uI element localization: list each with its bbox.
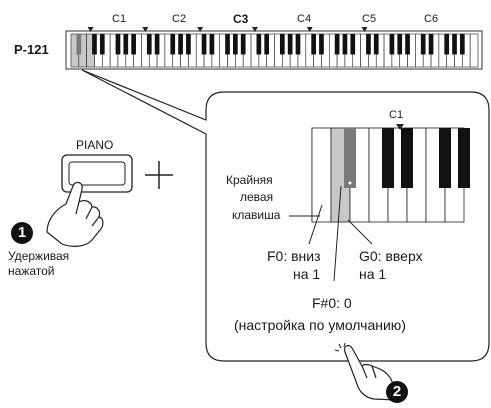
leader-fsharp bbox=[333, 185, 342, 282]
black-key bbox=[405, 34, 410, 55]
hold-text-line2: нажатой bbox=[8, 264, 55, 278]
f0-line2: на 1 bbox=[293, 266, 321, 282]
c-marker-icon bbox=[251, 27, 258, 32]
black-key bbox=[146, 34, 152, 55]
f0-line1: F0: вниз bbox=[267, 248, 321, 264]
zoom-black-key bbox=[401, 128, 413, 188]
octave-label-c6: C6 bbox=[424, 13, 439, 25]
black-key bbox=[428, 34, 434, 55]
black-key bbox=[319, 34, 324, 55]
zoom-key-dot bbox=[348, 181, 352, 185]
octave-markers bbox=[87, 27, 368, 32]
octave-label-c1: C1 bbox=[112, 13, 127, 25]
black-key bbox=[452, 34, 457, 55]
hold-text-line1: Удерживая bbox=[8, 249, 70, 263]
hand-press-icon bbox=[46, 181, 104, 247]
keyboard-white-keys bbox=[70, 33, 479, 68]
black-key bbox=[123, 34, 129, 55]
g0-line1: G0: вверх bbox=[359, 248, 423, 264]
black-key bbox=[92, 34, 97, 55]
c-marker-icon bbox=[87, 27, 94, 32]
black-key bbox=[397, 34, 403, 55]
black-key bbox=[240, 34, 246, 55]
black-key bbox=[342, 34, 348, 55]
c-marker-icon bbox=[197, 27, 204, 32]
c-marker-icon bbox=[142, 27, 149, 32]
black-key bbox=[373, 34, 379, 55]
white-key bbox=[469, 33, 479, 68]
octave-label-c5: C5 bbox=[362, 13, 377, 25]
black-key bbox=[389, 34, 395, 55]
fsharp-line2: (настройка по умолчанию) bbox=[234, 317, 406, 333]
black-key bbox=[201, 34, 207, 55]
zoom-octave-label-c1: C1 bbox=[389, 109, 404, 121]
step-1-badge: 1 bbox=[11, 222, 33, 244]
leader-f0 bbox=[308, 204, 323, 245]
model-name: P-121 bbox=[14, 42, 49, 57]
piano-button-label: PIANO bbox=[76, 138, 114, 152]
black-key bbox=[256, 34, 262, 55]
c-marker-icon bbox=[306, 27, 313, 32]
piano-button-inner bbox=[68, 161, 126, 186]
black-key bbox=[178, 34, 183, 55]
octave-label-c2: C2 bbox=[172, 13, 187, 25]
black-key bbox=[366, 34, 371, 55]
black-key bbox=[76, 34, 82, 55]
zoom-c1-marker bbox=[396, 124, 404, 130]
black-key bbox=[131, 34, 136, 55]
zoom-black-key bbox=[458, 128, 470, 188]
black-key bbox=[295, 34, 301, 55]
leader-g0 bbox=[347, 219, 373, 245]
black-key bbox=[209, 34, 215, 55]
edge-key-line1: Крайняя bbox=[226, 173, 273, 187]
c-marker-icon bbox=[361, 27, 368, 32]
black-key bbox=[115, 34, 121, 55]
zoom-black-keys bbox=[344, 128, 470, 188]
black-key bbox=[334, 34, 340, 55]
edge-key-line3: клавиша bbox=[232, 208, 281, 222]
black-key bbox=[99, 34, 105, 55]
finger-press-icon bbox=[344, 344, 396, 401]
fsharp-line1: F#0: 0 bbox=[312, 295, 352, 311]
black-key bbox=[311, 34, 316, 55]
black-key bbox=[420, 34, 426, 55]
g0-line2: на 1 bbox=[359, 266, 387, 282]
black-key bbox=[186, 34, 191, 55]
octave-label-c3: C3 bbox=[233, 12, 249, 26]
black-key bbox=[459, 34, 465, 55]
octave-label-c4: C4 bbox=[297, 13, 312, 25]
black-key bbox=[233, 34, 238, 55]
step-2-badge: 2 bbox=[386, 381, 408, 403]
black-key bbox=[225, 34, 230, 55]
black-key bbox=[287, 34, 293, 55]
black-key bbox=[170, 34, 176, 55]
zoom-black-key bbox=[344, 128, 356, 188]
black-key bbox=[350, 34, 356, 55]
black-key bbox=[154, 34, 160, 55]
edge-key-line2: левая bbox=[240, 190, 274, 204]
keyboard-black-keys bbox=[76, 34, 465, 55]
black-key bbox=[444, 34, 450, 55]
zoom-black-key bbox=[439, 128, 451, 188]
zoom-black-key bbox=[382, 128, 394, 188]
plus-icon bbox=[145, 161, 173, 189]
black-key bbox=[264, 34, 270, 55]
black-key bbox=[279, 34, 285, 55]
press-indicator-icon bbox=[334, 342, 346, 352]
